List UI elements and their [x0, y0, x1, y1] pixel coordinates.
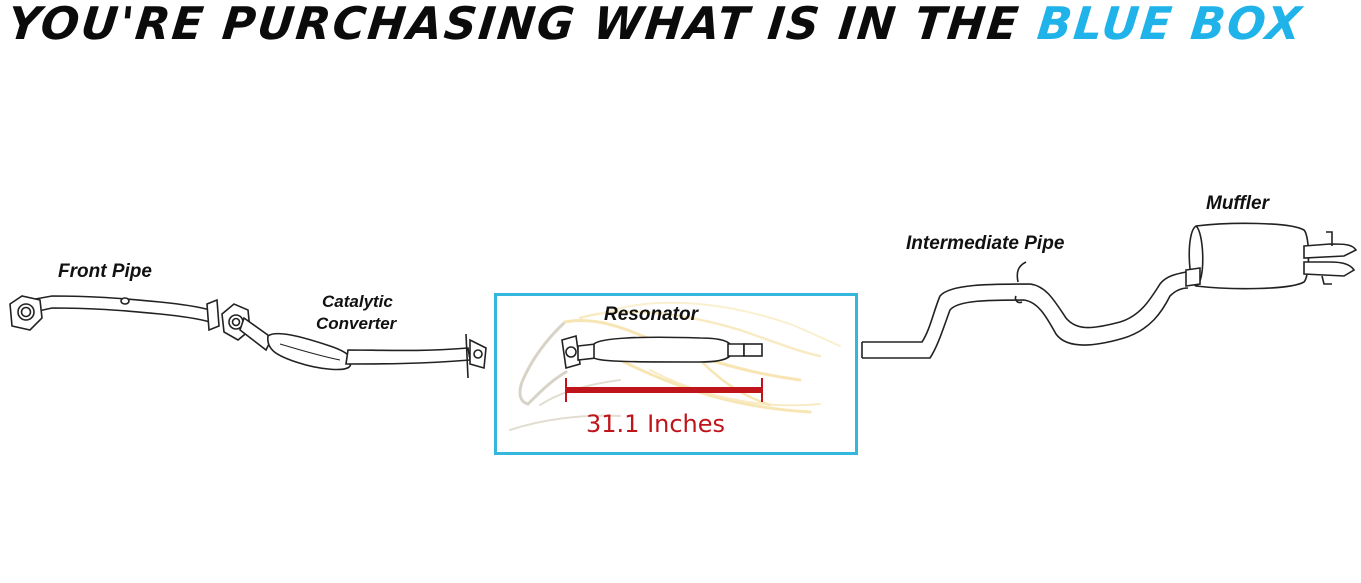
catalytic-converter-label-line1: Catalytic — [322, 292, 393, 311]
horse-head-icon — [509, 301, 841, 431]
intermediate-pipe-part — [861, 261, 1189, 359]
resonator-label: Resonator — [604, 304, 698, 325]
catalytic-converter-label-line2: Converter — [316, 314, 397, 333]
measurement-bar — [565, 378, 763, 402]
purchase-highlight-box — [494, 293, 858, 455]
muffler-label: Muffler — [1206, 193, 1269, 214]
muffler-part — [1185, 222, 1358, 290]
intermediate-pipe-label: Intermediate Pipe — [906, 233, 1065, 254]
resonator-part — [561, 334, 763, 370]
catalytic-converter-part — [221, 303, 487, 379]
measurement-label: 31.1 Inches — [586, 410, 726, 438]
front-pipe-label: Front Pipe — [58, 261, 152, 282]
front-pipe-part — [9, 295, 220, 332]
